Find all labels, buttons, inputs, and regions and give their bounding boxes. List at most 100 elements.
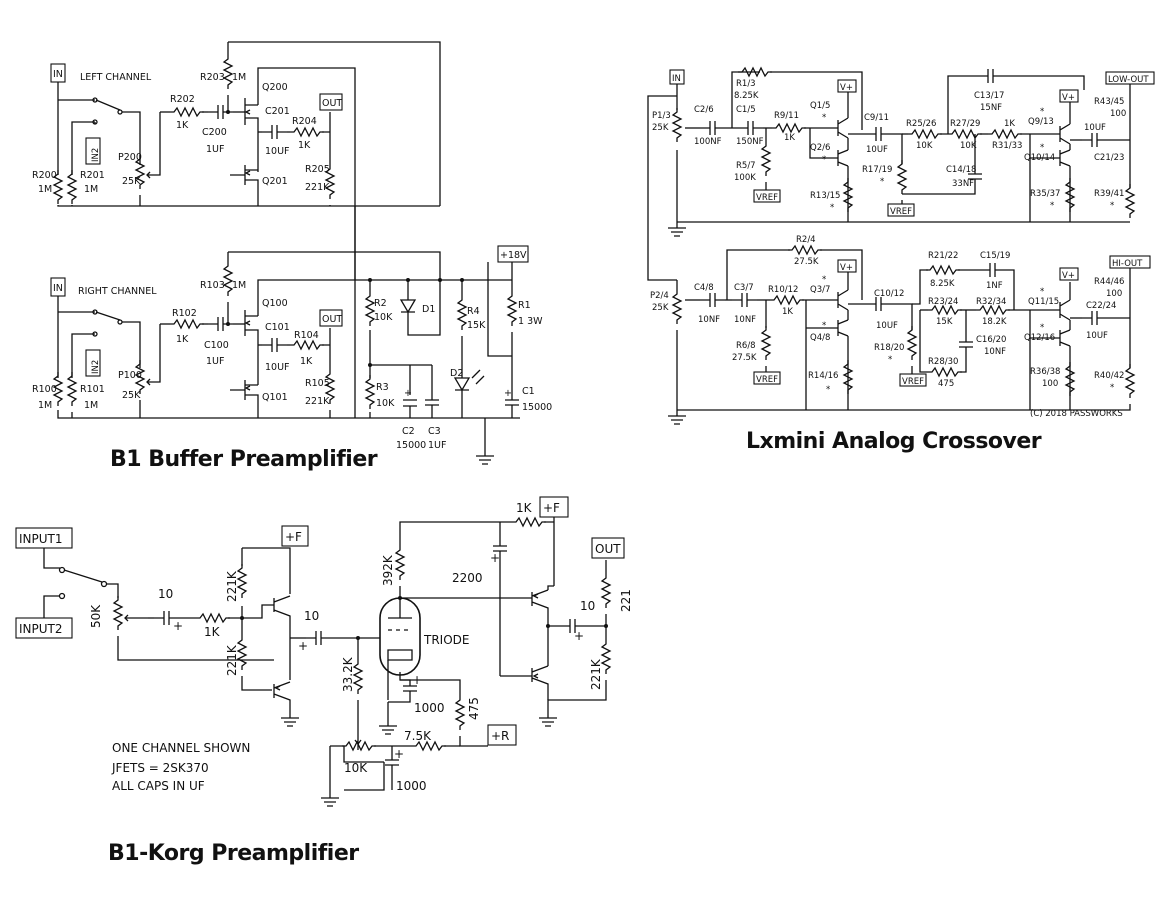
c14-18-value: 33NF xyxy=(952,179,974,189)
r36-38-label: R36/38 xyxy=(1030,367,1060,377)
r102-label: R102 xyxy=(172,308,197,319)
korg-r-bot-value: 221K xyxy=(225,644,239,676)
c200-value: 1UF xyxy=(206,144,224,155)
c3-7-label: C3/7 xyxy=(734,283,754,293)
q101-label: Q101 xyxy=(262,392,288,403)
triode-tube xyxy=(379,597,421,676)
c3-7-value: 10NF xyxy=(734,315,756,325)
r3-value: 10K xyxy=(376,398,395,409)
q10-14-star: * xyxy=(1040,143,1044,153)
r1-3-value: 8.25K xyxy=(734,91,759,101)
vplus-tag-1 xyxy=(837,79,857,93)
korg-cap-bot-value: 1000 xyxy=(396,779,427,793)
r204-label: R204 xyxy=(292,116,317,127)
left-out-label: OUT xyxy=(322,98,342,109)
r1-3-label: R1/3 xyxy=(736,79,756,89)
c13-17-value: 15NF xyxy=(980,103,1002,113)
korg-cap-supply-value: 2200 xyxy=(452,571,483,585)
c10-12-value: 10UF xyxy=(876,321,898,331)
r103-label: R103 xyxy=(200,280,225,291)
r31-33-value: 1K xyxy=(1004,119,1015,129)
vref-tag-3 xyxy=(753,371,781,385)
c101-value: 10UF xyxy=(265,362,290,373)
r40-42-label: R40/42 xyxy=(1094,371,1124,381)
p2-4-value: 25K xyxy=(652,303,669,313)
p100-label: P100 xyxy=(118,370,142,381)
p200-label: P200 xyxy=(118,152,142,163)
right-channel: IN RIGHT CHANNEL IN2 R100 1M R101 1M P10… xyxy=(32,251,520,419)
q4-8-label: Q4/8 xyxy=(810,333,830,343)
triode-label: TRIODE xyxy=(423,633,469,647)
r6-8-label: R6/8 xyxy=(736,341,756,351)
r101-value: 1M xyxy=(84,400,98,411)
c2-6-label: C2/6 xyxy=(694,105,714,115)
r2-label: R2 xyxy=(374,298,387,309)
r5-7-label: R5/7 xyxy=(736,161,756,171)
r32-34-value: 18.2K xyxy=(982,317,1007,327)
r103-value: 1M xyxy=(232,280,246,291)
left-in-label: IN xyxy=(53,69,63,80)
r21-22-label: R21/22 xyxy=(928,251,958,261)
r2-value: 10K xyxy=(374,312,393,323)
c1-plus: + xyxy=(504,388,512,399)
vplus-tag-4 xyxy=(1059,267,1079,281)
right-out-label: OUT xyxy=(322,314,342,325)
lx-high-section: P2/4 25K C4/8 10NF C3/7 10NF R10/12 1K R… xyxy=(650,235,1151,419)
r13-15-label: R13/15 xyxy=(810,191,840,201)
korg-f-label-2: +F xyxy=(543,501,560,515)
c1-value: 15000 xyxy=(522,402,552,413)
q3-7-label: Q3/7 xyxy=(810,285,830,295)
korg-f-label-1: +F xyxy=(285,530,302,544)
r27-29-value: 10K xyxy=(960,141,977,151)
vplus-label-2: V+ xyxy=(1062,93,1075,103)
c9-11-value: 10UF xyxy=(866,145,888,155)
korg-out-label: OUT xyxy=(595,542,621,556)
lxmini-title: Lxmini Analog Crossover xyxy=(746,429,1042,454)
b1-buffer-schematic: IN LEFT CHANNEL IN2 R200 1M R201 1M P200… xyxy=(32,41,552,472)
left-in2-label: IN2 xyxy=(91,148,101,162)
korg-note-1: ONE CHANNEL SHOWN xyxy=(112,741,250,755)
q2-6-star: * xyxy=(822,155,826,165)
korg-cap-out-value: 10 xyxy=(580,599,595,613)
r204-value: 1K xyxy=(298,140,311,151)
korg-r-cath-value: 475 xyxy=(467,697,481,720)
c16-20-label: C16/20 xyxy=(976,335,1006,345)
p100-value: 25K xyxy=(122,390,141,401)
c16-20-value: 10NF xyxy=(984,347,1006,357)
r18-20-label: R18/20 xyxy=(874,343,904,353)
r100-value: 1M xyxy=(38,400,52,411)
c100-label: C100 xyxy=(204,340,229,351)
c101-label: C101 xyxy=(265,322,290,333)
v18-label: +18V xyxy=(500,250,527,261)
r39-41-label: R39/41 xyxy=(1094,189,1124,199)
r2-4-label: R2/4 xyxy=(796,235,816,245)
c200-label: C200 xyxy=(202,127,227,138)
v18-tag xyxy=(497,245,529,263)
c2-6-value: 100NF xyxy=(694,137,722,147)
r43-45-value: 100 xyxy=(1110,109,1126,119)
c1-label: C1 xyxy=(522,386,535,397)
korg-r-75-value: 7.5K xyxy=(404,729,432,743)
q4-8-star: * xyxy=(822,321,826,331)
left-in2-tag xyxy=(85,137,101,165)
r100-label: R100 xyxy=(32,384,57,395)
vref-tag-1 xyxy=(753,189,781,203)
vplus-tag-3 xyxy=(837,259,857,273)
q11-15-star: * xyxy=(1040,287,1044,297)
korg-note-2: JFETS = 2SK370 xyxy=(111,761,209,775)
korg-cap-in-value: 10 xyxy=(158,587,173,601)
r10-12-value: 1K xyxy=(782,307,793,317)
c1-5-label: C1/5 xyxy=(736,105,756,115)
c14-18-label: C14/18 xyxy=(946,165,976,175)
korg-cap-in-plus: + xyxy=(173,619,183,633)
p200-value: 25K xyxy=(122,176,141,187)
r27-29-label: R27/29 xyxy=(950,119,980,129)
r1-value: 1 3W xyxy=(518,316,543,327)
r39-41-star: * xyxy=(1110,201,1114,211)
korg-pot-value: 50K xyxy=(89,604,103,628)
r203-value: 1M xyxy=(232,72,246,83)
right-in2-label: IN2 xyxy=(91,360,101,374)
korg-r-supply-value: 1K xyxy=(516,501,533,515)
vref-label-1: VREF xyxy=(756,193,778,203)
vplus-tag-2 xyxy=(1059,89,1079,103)
